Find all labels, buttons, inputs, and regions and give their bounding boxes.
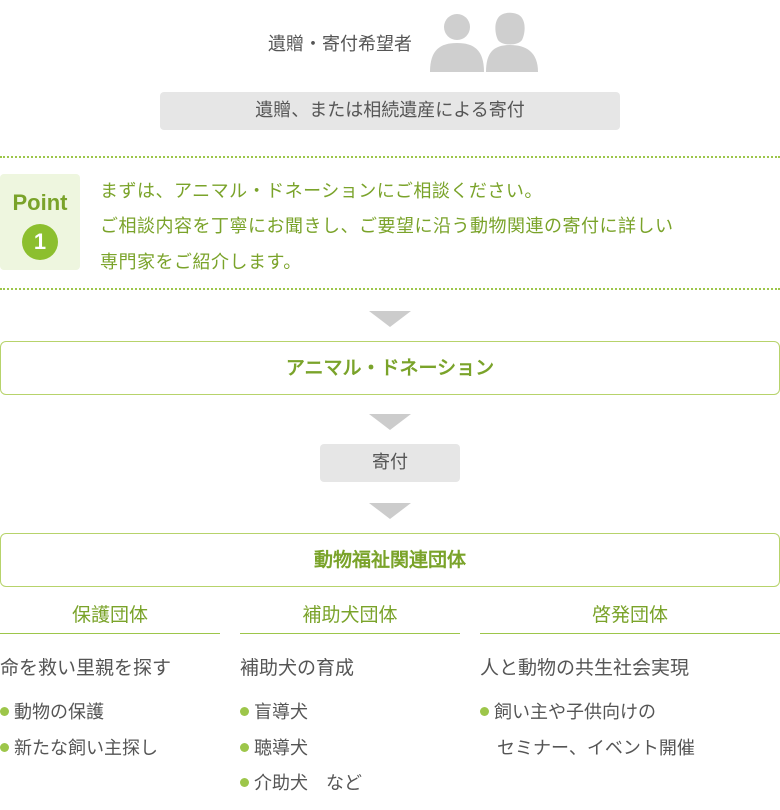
bullet-dot-icon xyxy=(0,706,9,716)
list-item-text: 飼い主や子供向けの xyxy=(494,702,656,723)
two-people-icon xyxy=(430,12,538,72)
down-arrow-icon xyxy=(369,414,411,430)
bullet-dot-icon xyxy=(240,706,249,716)
list-item-text: 動物の保護 xyxy=(14,702,104,723)
list-item: 飼い主や子供向けの xyxy=(480,698,656,724)
point-message-line: ご相談内容を丁寧にお聞きし、ご要望に沿う動物関連の寄付に詳しい xyxy=(100,216,674,237)
column-subtitle: 命を救い里親を探す xyxy=(0,657,172,679)
list-item-continuation: セミナー、イベント開催 xyxy=(497,738,695,759)
group-box: 動物福祉関連団体 xyxy=(0,533,780,587)
point-message-line: 専門家をご紹介します。 xyxy=(100,252,302,273)
list-item: 聴導犬 xyxy=(240,734,308,760)
list-item-text: 聴導犬 xyxy=(254,738,308,759)
list-item: 新たな飼い主探し xyxy=(0,734,158,760)
column-title: 保護団体 xyxy=(0,600,220,634)
org-box: アニマル・ドネーション xyxy=(0,341,780,395)
bullet-dot-icon xyxy=(0,742,9,752)
divider-top xyxy=(0,156,780,158)
donor-label: 遺贈・寄付希望者 xyxy=(268,34,412,55)
bequest-step: 遺贈、または相続遺産による寄付 xyxy=(160,92,620,130)
column-title: 啓発団体 xyxy=(480,600,780,634)
bullet-dot-icon xyxy=(480,706,489,716)
down-arrow-icon xyxy=(369,503,411,519)
list-item: 盲導犬 xyxy=(240,698,308,724)
list-item: 動物の保護 xyxy=(0,698,104,724)
bullet-dot-icon xyxy=(240,742,249,752)
column-subtitle: 人と動物の共生社会実現 xyxy=(480,657,690,679)
donation-step: 寄付 xyxy=(320,444,460,482)
divider-bottom xyxy=(0,288,780,290)
list-item: 介助犬 など xyxy=(240,769,362,795)
point-number: 1 xyxy=(22,224,58,260)
point-message-line: まずは、アニマル・ドネーションにご相談ください。 xyxy=(100,181,543,202)
list-item-text: 介助犬 など xyxy=(254,773,362,794)
down-arrow-icon xyxy=(369,311,411,327)
column-subtitle: 補助犬の育成 xyxy=(240,657,355,679)
column-title: 補助犬団体 xyxy=(240,600,460,634)
bullet-dot-icon xyxy=(240,777,249,787)
point-label: Point xyxy=(12,190,68,215)
list-item-text: 盲導犬 xyxy=(254,702,308,723)
list-item-text: 新たな飼い主探し xyxy=(14,738,158,759)
